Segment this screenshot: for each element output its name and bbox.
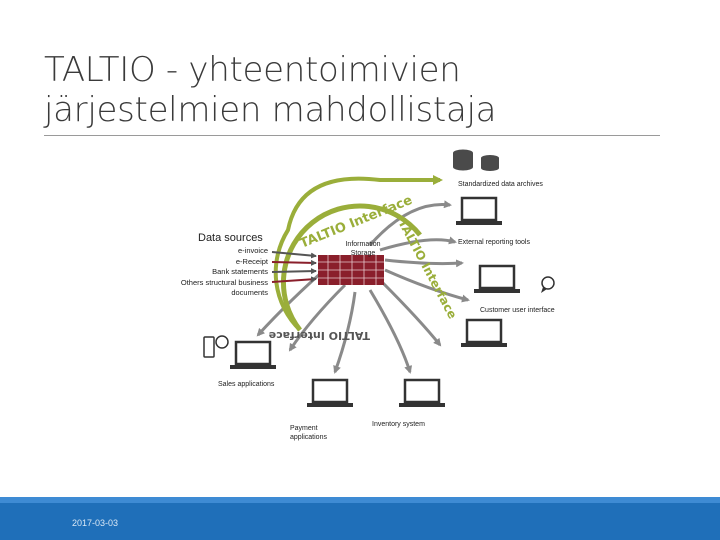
data-sources-heading: Data sources xyxy=(198,232,263,244)
source-bank-statements: Bank statements xyxy=(212,267,268,276)
label-reporting: External reporting tools xyxy=(458,239,530,246)
taltio-ring xyxy=(280,203,422,332)
label-payment: Payment applications xyxy=(290,425,327,441)
slide-title: TALTIO - yhteentoimivien järjestelmien m… xyxy=(44,50,664,130)
information-storage-block xyxy=(318,255,384,285)
source-arrows xyxy=(271,251,317,283)
source-documents: documents xyxy=(231,288,268,297)
source-einvoice: e-invoice xyxy=(237,246,268,255)
information-storage-label: Information Storage xyxy=(345,241,381,257)
footer-accent xyxy=(0,497,720,503)
title-line-1: TALTIO - yhteentoimivien xyxy=(44,50,461,90)
title-divider xyxy=(44,135,660,136)
label-customer-ui: Customer user interface xyxy=(480,307,555,314)
title-line-2: järjestelmien mahdollistaja xyxy=(44,90,497,130)
spoke-arrows xyxy=(256,200,470,374)
slide-date: 2017-03-03 xyxy=(72,518,119,528)
laptop-icon-inventory xyxy=(399,378,445,407)
source-others: Others structural business xyxy=(180,277,268,287)
database-icon xyxy=(453,149,499,171)
ring-label-bottom: TALTIO Interface xyxy=(269,329,370,342)
laptop-icon-extra xyxy=(461,318,507,347)
label-inventory: Inventory system xyxy=(372,421,425,428)
laptop-icon-sales xyxy=(203,335,276,369)
data-sources-list: e-invoice e-Receipt Bank statements Othe… xyxy=(150,246,268,299)
label-sales: Sales applications xyxy=(218,381,275,388)
footer-bar xyxy=(0,497,720,540)
source-ereceipt: e-Receipt xyxy=(235,256,268,266)
laptop-icon-customer xyxy=(474,264,555,293)
label-archives: Standardized data archives xyxy=(458,181,543,188)
laptop-icon-reporting xyxy=(456,196,502,225)
laptop-icon-payment xyxy=(307,378,353,407)
